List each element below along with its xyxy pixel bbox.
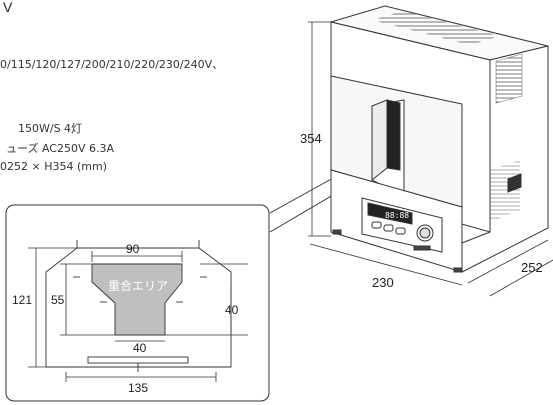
dim-base-width: 135 [128, 381, 148, 395]
display-readout: 88:88 [385, 211, 409, 220]
inset-dimension-lines [28, 247, 248, 382]
spec-voltage: 0/115/120/127/200/210/220/230/240V、 [0, 58, 224, 71]
inset-drawing [45, 240, 232, 372]
device-dimension-lines [308, 21, 553, 297]
spec-fuse: ューズ AC250V 6.3A [6, 142, 114, 155]
spec-size: 0252 × H354 (mm) [0, 160, 107, 173]
header-fragment: V [3, 0, 13, 15]
overlap-area-label: 重合エリア [108, 278, 168, 293]
dim-area-right: 40 [225, 303, 239, 317]
dim-area-bottom: 40 [133, 341, 147, 355]
uv-exposure-unit: 88:88 [329, 5, 549, 273]
dim-depth: 252 [521, 260, 543, 275]
dim-area-left-inner: 55 [51, 293, 65, 307]
dim-area-left-outer: 121 [12, 293, 32, 307]
spec-lamps: 150W/S 4灯 [18, 122, 83, 135]
dim-width: 230 [372, 275, 394, 290]
dim-area-top: 90 [126, 242, 140, 256]
dim-height: 354 [300, 131, 322, 146]
